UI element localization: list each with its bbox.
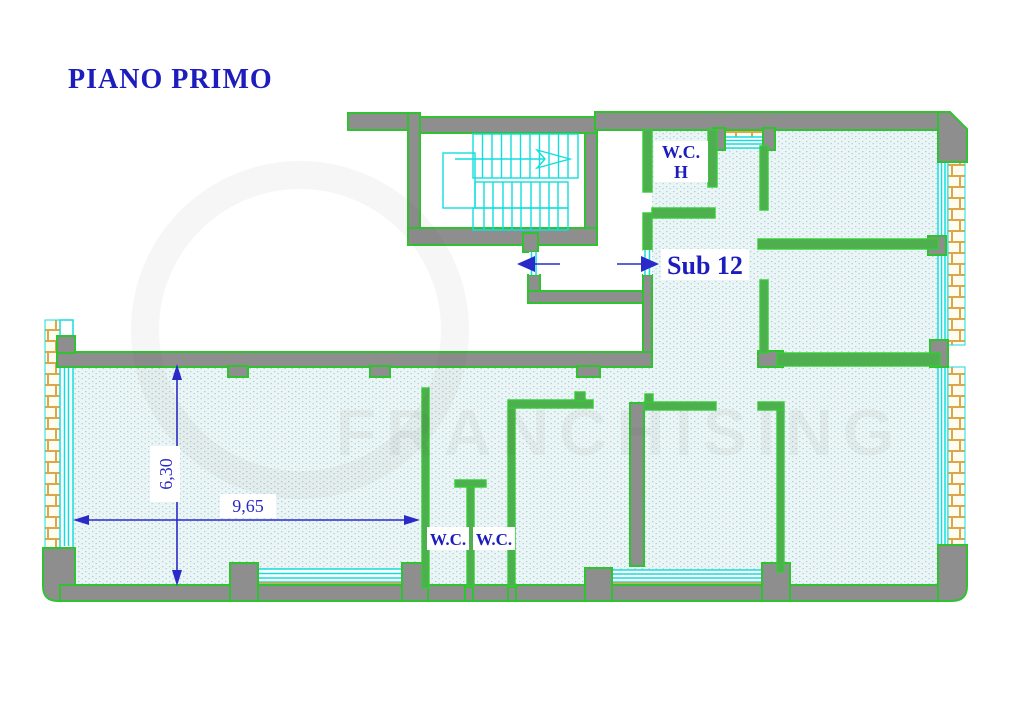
- wc-label-1: W.C.: [430, 530, 466, 549]
- entrance-arrow-left: [517, 256, 560, 272]
- wc-h-label-line1: W.C.: [662, 142, 700, 162]
- staircase: [442, 133, 579, 231]
- dimension-width: 9,65: [73, 494, 420, 525]
- wc-label-2: W.C.: [476, 530, 512, 549]
- unit-label: Sub 12: [667, 251, 743, 280]
- plan-title: PIANO PRIMO: [68, 64, 273, 95]
- stair-direction-arrow: [455, 148, 573, 170]
- room-labels: PIANO PRIMO W.C. H Sub 12 W.C. W.C.: [68, 64, 749, 550]
- dimension-height-label: 6,30: [156, 458, 176, 490]
- dimension-width-label: 9,65: [232, 496, 264, 516]
- wc-h-label-line2: H: [674, 162, 688, 182]
- dimension-height: 6,30: [150, 364, 182, 586]
- exterior-walls: [42, 111, 968, 602]
- watermark: FRANCHISING: [131, 161, 904, 499]
- entrance-arrows: [517, 256, 659, 272]
- watermark-text: FRANCHISING: [336, 395, 904, 469]
- interior-partitions: [421, 129, 941, 589]
- entrance-arrow-right: [617, 256, 659, 272]
